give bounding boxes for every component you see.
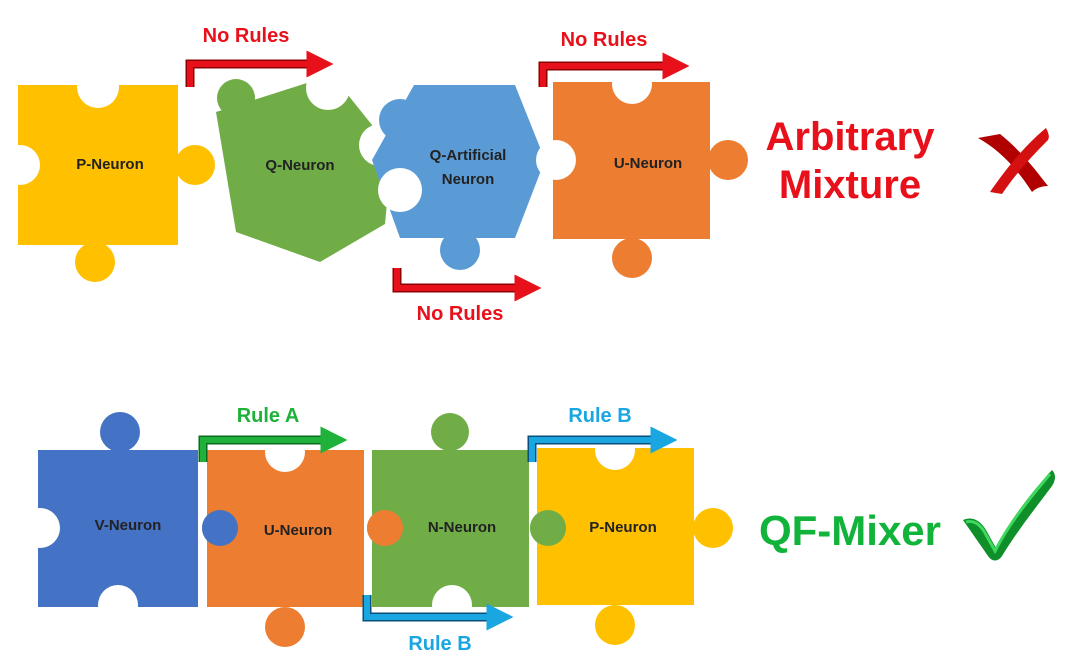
check-icon	[963, 470, 1055, 561]
bottom-piece-v-neuron-label: V-Neuron	[95, 517, 162, 534]
bottom-piece-p-neuron: P-Neuron	[530, 430, 733, 645]
bottom-verdict: QF-Mixer	[759, 507, 941, 554]
top-piece-u-neuron-label: U-Neuron	[614, 155, 682, 172]
top-piece-q-neuron-label: Q-Neuron	[265, 157, 334, 174]
top-piece-q-artificial-neuron: Q-Artificial Neuron	[372, 85, 545, 270]
bottom-rule-arrow-a: Rule A	[198, 405, 348, 462]
bottom-row: V-Neuron U-Neuron N-Neuron P-	[20, 405, 1055, 655]
top-verdict-line1: Arbitrary	[766, 115, 936, 159]
top-piece-p-neuron-label: P-Neuron	[76, 156, 144, 173]
bottom-rule-label-a: Rule A	[237, 405, 300, 427]
top-piece-q-neuron: Q-Neuron	[216, 66, 401, 262]
top-rule-label-1: No Rules	[203, 25, 290, 47]
bottom-rule-arrow-b2: Rule B	[362, 595, 514, 655]
top-piece-q-artificial-label-line1: Q-Artificial	[430, 147, 507, 164]
top-verdict-line2: Mixture	[779, 163, 921, 207]
bottom-piece-p-neuron-label: P-Neuron	[589, 519, 657, 536]
top-piece-q-artificial-label-line2: Neuron	[442, 171, 495, 188]
top-rule-arrow-1: No Rules	[185, 25, 334, 87]
top-rule-arrow-3: No Rules	[392, 268, 542, 325]
top-row: P-Neuron Q-Neuron Q-Artificial Neuron	[0, 25, 1049, 325]
top-piece-p-neuron: P-Neuron	[0, 66, 215, 282]
bottom-piece-u-neuron-label: U-Neuron	[264, 522, 332, 539]
bottom-rule-arrow-b1: Rule B	[527, 405, 678, 462]
cross-icon	[978, 128, 1049, 194]
top-piece-u-neuron: U-Neuron	[536, 64, 748, 278]
bottom-rule-label-b2: Rule B	[408, 633, 471, 655]
bottom-piece-n-neuron-label: N-Neuron	[428, 519, 496, 536]
bottom-rule-label-b1: Rule B	[568, 405, 631, 427]
top-rule-label-3: No Rules	[417, 303, 504, 325]
top-rule-label-2: No Rules	[561, 29, 648, 51]
top-rule-arrow-2: No Rules	[538, 29, 690, 87]
